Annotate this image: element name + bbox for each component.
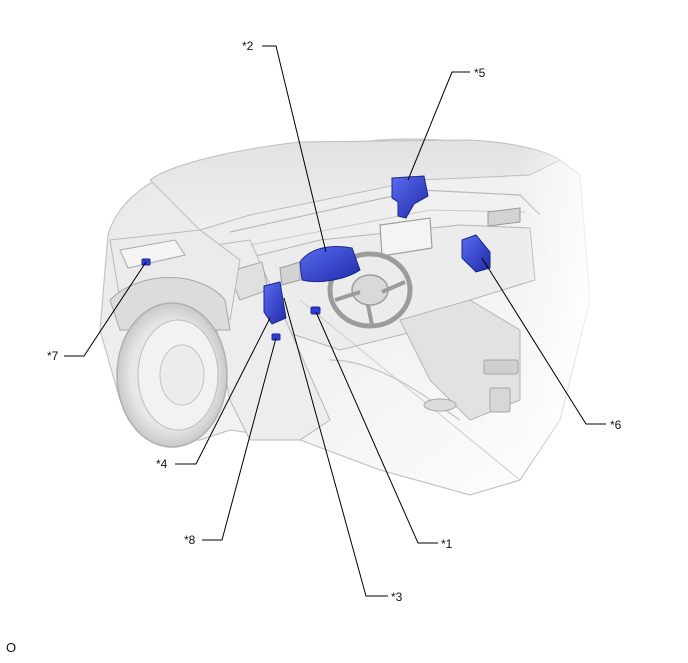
- leader-line-3: [283, 297, 388, 597]
- callout-label-3: *3: [391, 590, 403, 604]
- callout-label-6: *6: [610, 418, 622, 432]
- highlighted-components: [141, 175, 491, 341]
- component-6-ecu: [461, 234, 491, 273]
- leader-line-2: [262, 45, 327, 253]
- leader-lines: [64, 45, 606, 597]
- leader-line-7: [64, 261, 147, 357]
- figure-code: O: [6, 640, 17, 655]
- component-1-sensor: [310, 306, 321, 315]
- component-5-unit: [391, 175, 429, 219]
- fade-overlay: [520, 140, 610, 540]
- callout-label-5: *5: [474, 66, 486, 80]
- callout-label-8: *8: [184, 533, 196, 547]
- callout-label-7: *7: [47, 349, 59, 363]
- callout-label-1: *1: [441, 537, 453, 551]
- leader-line-5: [407, 71, 470, 181]
- component-2-meter: [299, 246, 361, 283]
- front-wheel: [116, 302, 228, 448]
- leader-line-1: [315, 311, 438, 544]
- leader-line-8: [202, 337, 277, 541]
- component-8-part: [271, 333, 281, 341]
- callout-label-2: *2: [242, 39, 254, 53]
- component-4-ecu: [263, 281, 287, 325]
- callout-label-4: *4: [156, 457, 168, 471]
- leader-line-6: [481, 257, 606, 425]
- leader-line-4: [175, 317, 271, 465]
